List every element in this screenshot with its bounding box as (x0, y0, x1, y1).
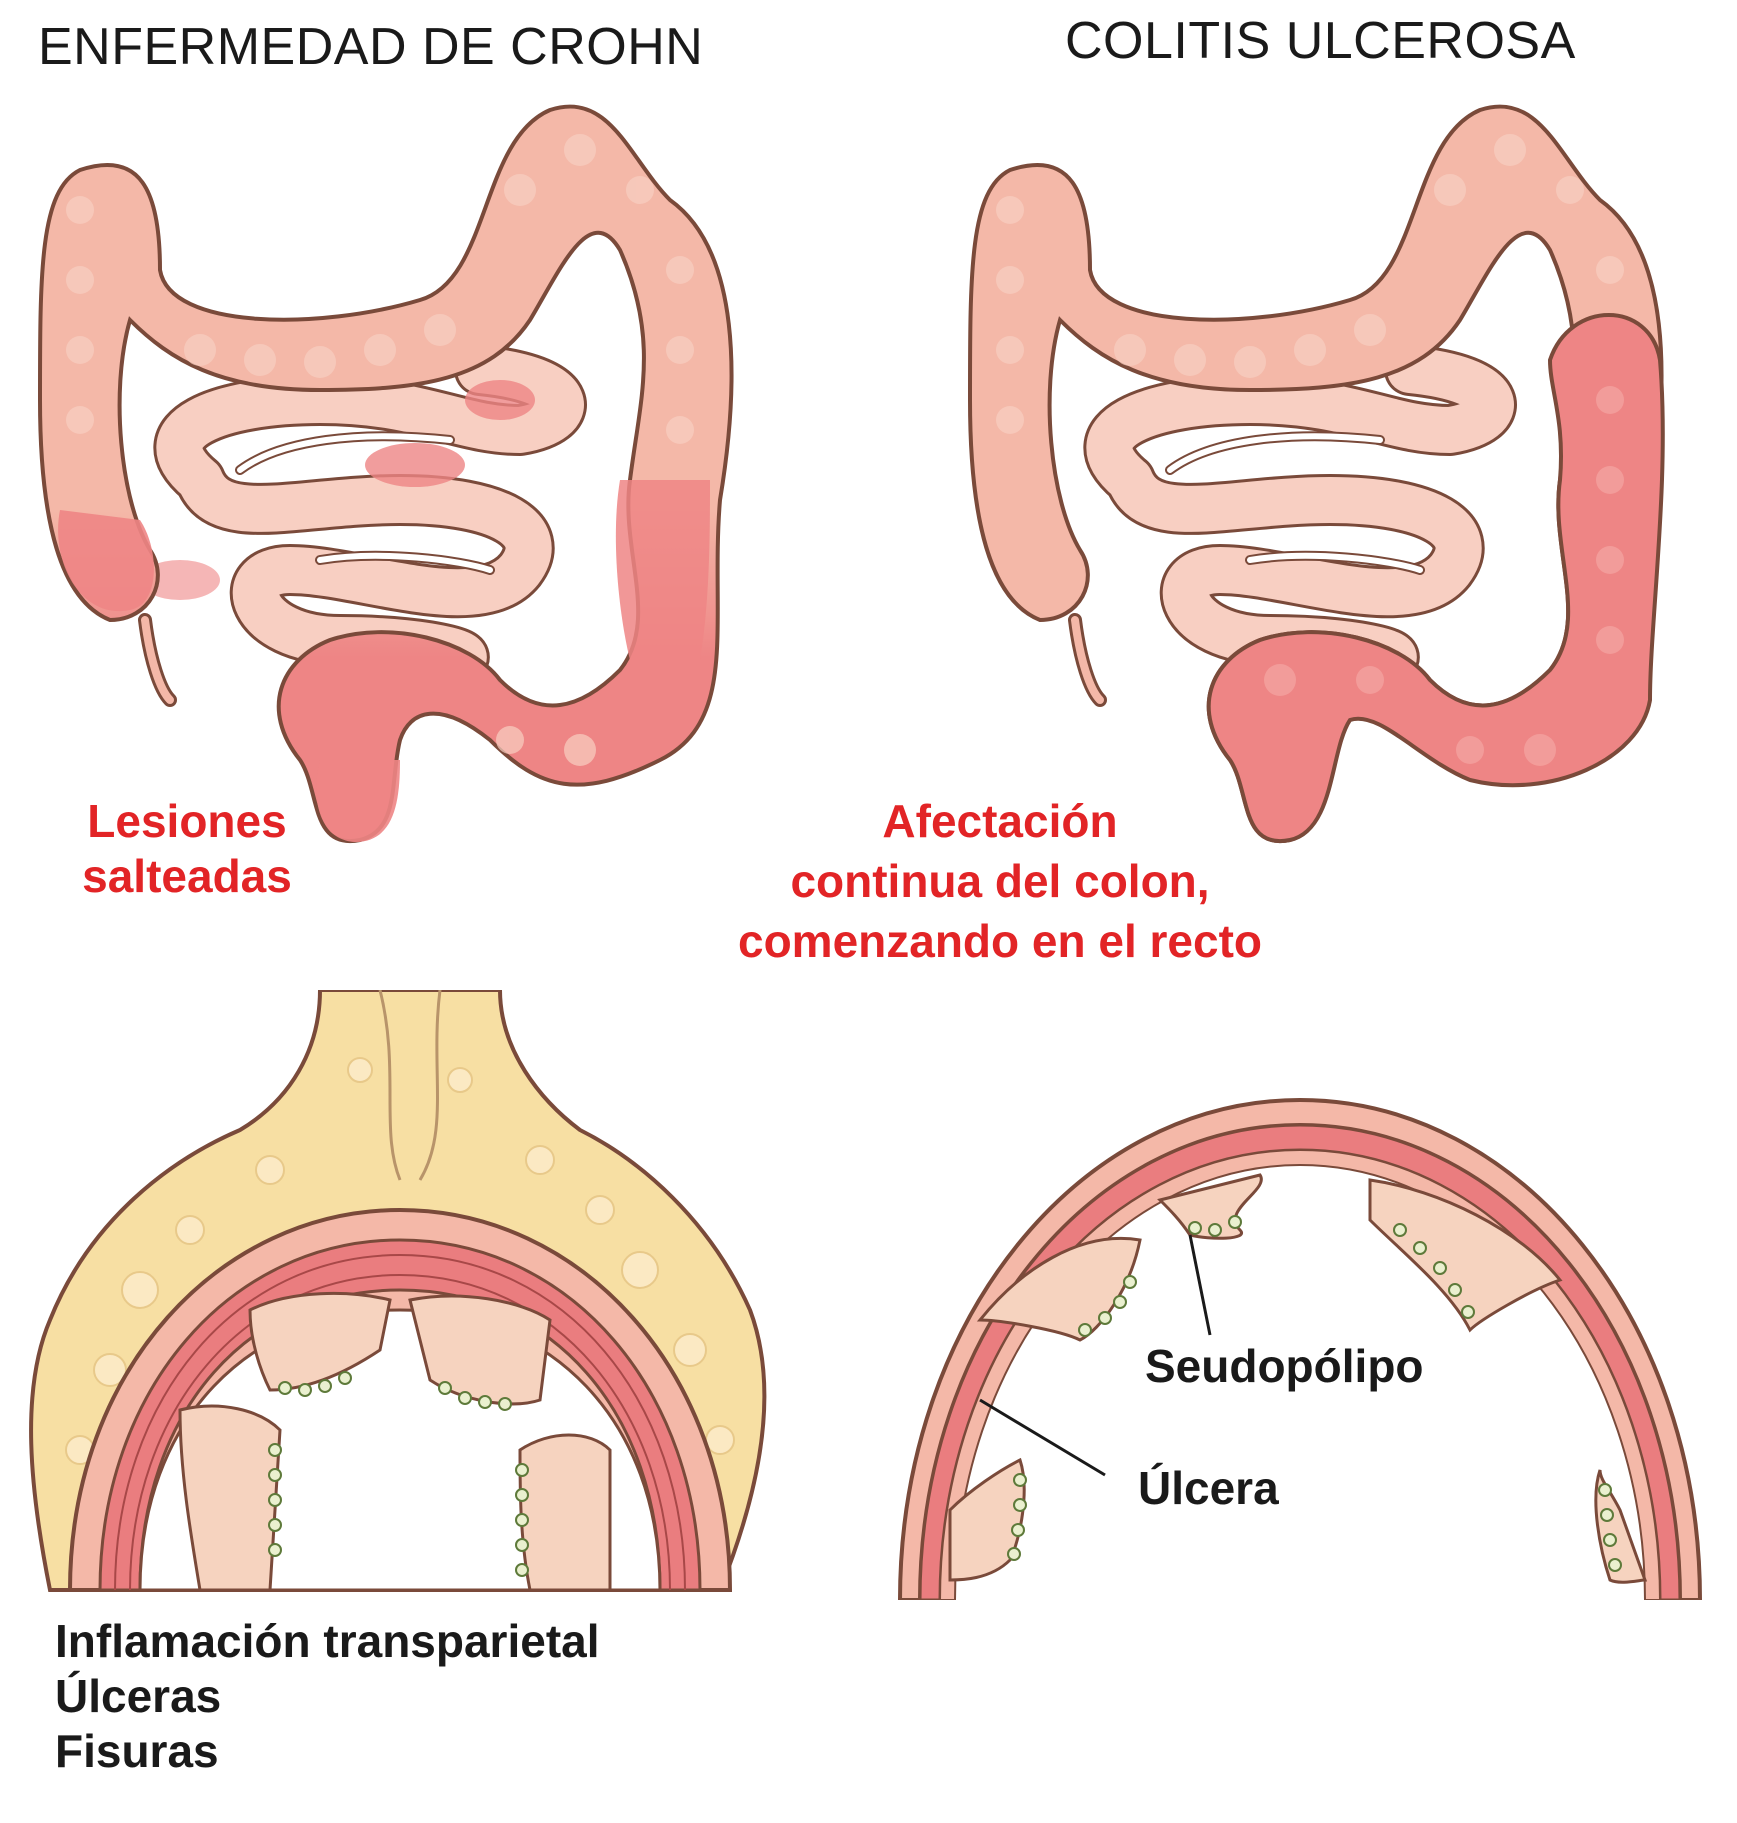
crohn-feature-3: Fisuras (55, 1725, 219, 1777)
pseudopolyp-leader (1188, 1234, 1212, 1336)
mucosa-folds (178, 1291, 612, 1592)
uc-cross-section (897, 1097, 1703, 1600)
uc-colon-illustration (967, 104, 1665, 844)
crohn-feature-1: Inflamación transparietal (55, 1615, 600, 1667)
crohn-feature-2: Úlceras (55, 1670, 222, 1722)
crohn-label-line1: Lesiones (87, 795, 287, 847)
crohn-title: ENFERMEDAD DE CROHN (38, 18, 704, 76)
uc-title: COLITIS ULCEROSA (1065, 12, 1576, 70)
crohn-cross-section (29, 990, 767, 1592)
crohn-colon-illustration (37, 104, 734, 844)
ulcer-label: Úlcera (1138, 1462, 1279, 1514)
pseudopolyp-label: Seudopólipo (1145, 1340, 1424, 1392)
uc-label-line3: comenzando en el recto (737, 915, 1262, 967)
crohn-label-line2: salteadas (82, 850, 292, 902)
uc-label-line2: continua del colon, (790, 855, 1210, 907)
uc-label-line1: Afectación (882, 795, 1118, 847)
ulcer-leader (979, 1398, 1106, 1477)
